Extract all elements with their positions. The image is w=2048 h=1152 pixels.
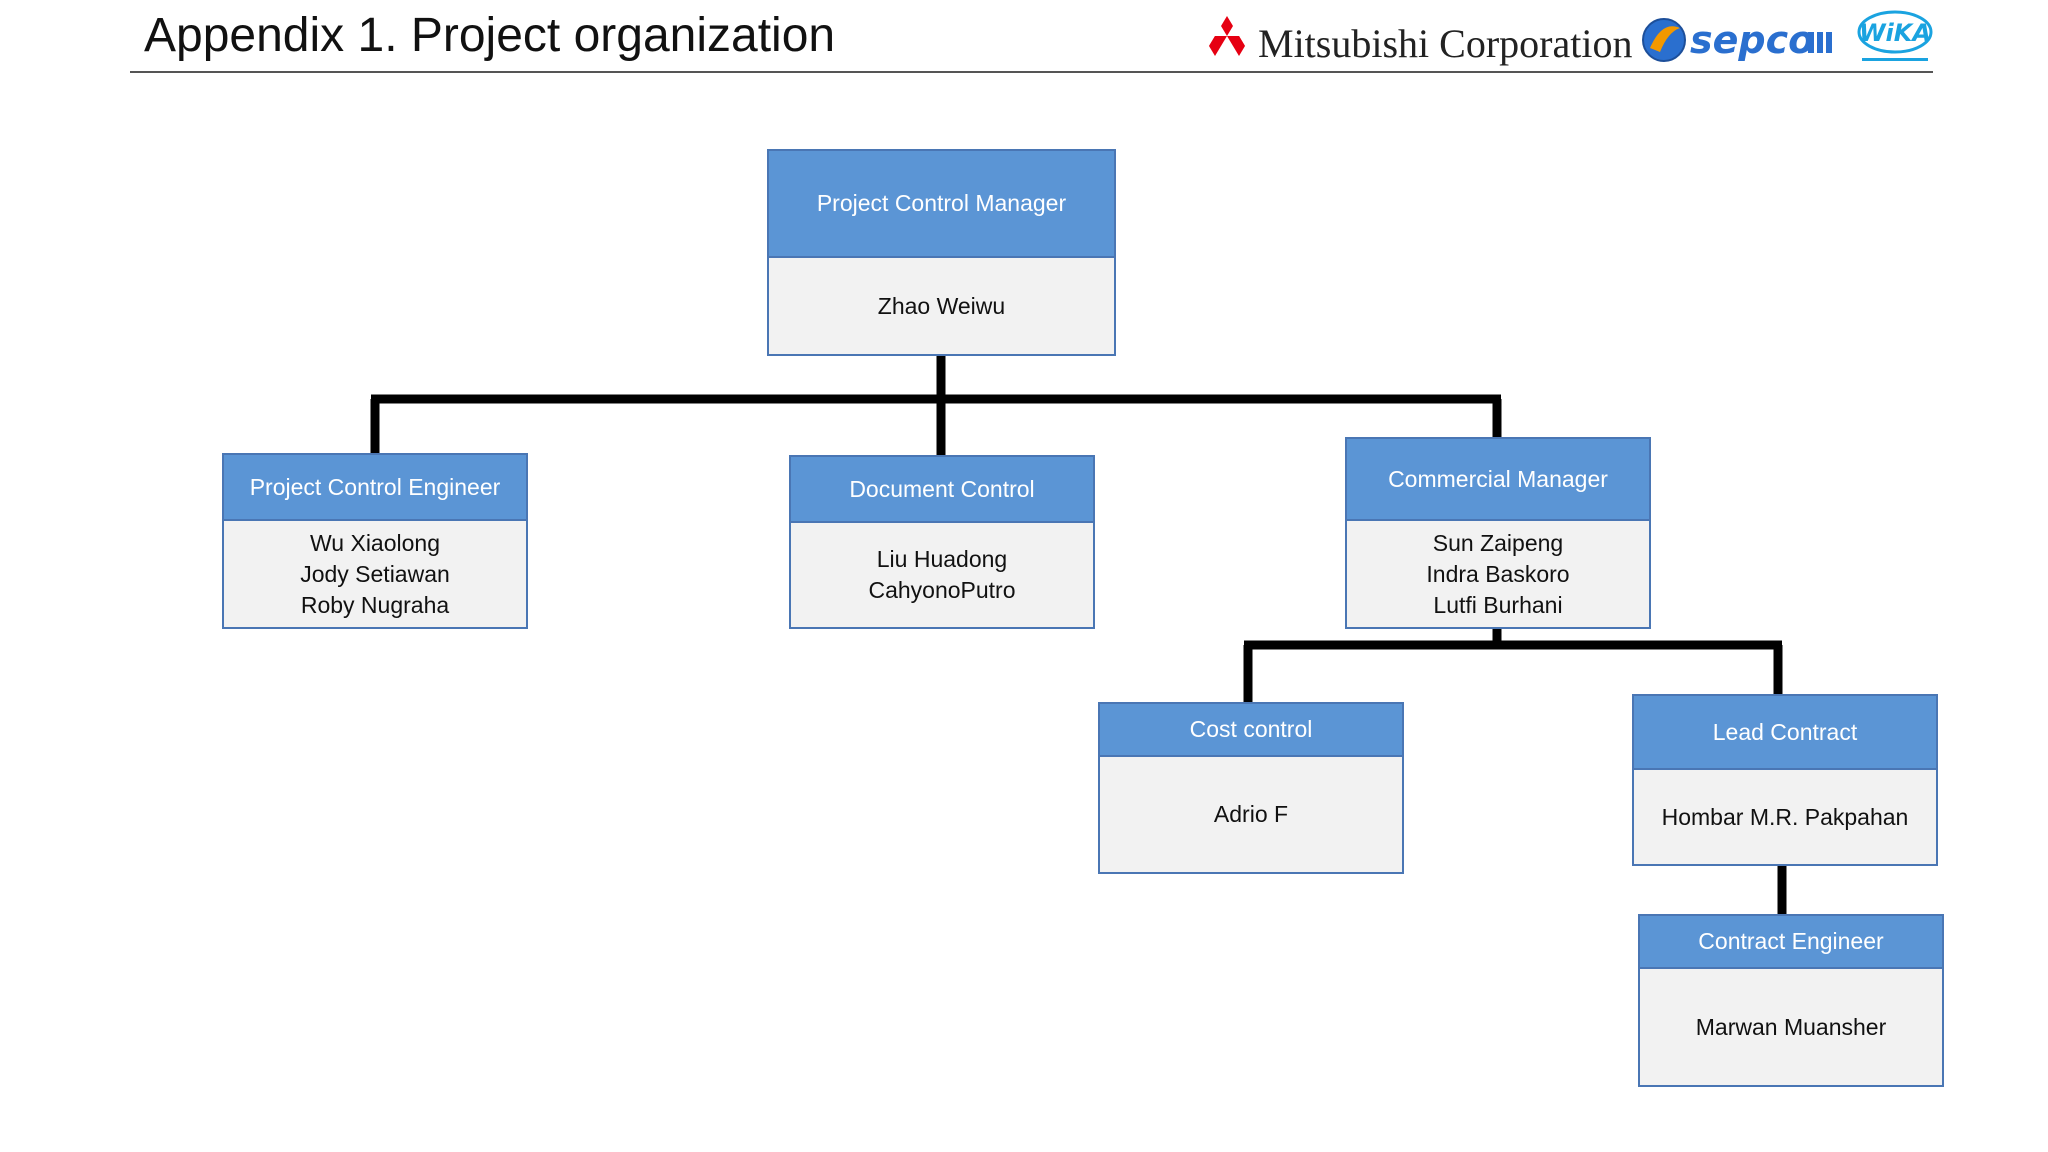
mitsubishi-three-diamonds-icon bbox=[1209, 16, 1245, 56]
person-name: Jody Setiawan bbox=[300, 560, 450, 587]
org-box-commercial-manager: Commercial Manager Sun Zaipeng Indra Bas… bbox=[1345, 437, 1651, 629]
person-name: CahyonoPutro bbox=[868, 577, 1016, 603]
role-title: Contract Engineer bbox=[1698, 928, 1884, 954]
role-header: Lead Contract bbox=[1634, 696, 1936, 770]
person-name: Liu Huadong bbox=[876, 546, 1008, 572]
svg-text:WiKA: WiKA bbox=[1859, 19, 1931, 47]
role-header: Document Control bbox=[791, 457, 1093, 523]
mitsubishi-corporation-logo-text: Mitsubishi Corporation bbox=[1258, 21, 1633, 66]
org-box-contract-engineer: Contract Engineer Marwan Muansher bbox=[1638, 914, 1944, 1087]
people-list: Sun Zaipeng Indra Baskoro Lutfi Burhani bbox=[1347, 521, 1649, 627]
role-header: Project Control Engineer bbox=[224, 455, 526, 521]
people-list: Marwan Muansher bbox=[1640, 969, 1942, 1085]
person-name: Indra Baskoro bbox=[1426, 560, 1570, 587]
person-name: Adrio F bbox=[1213, 801, 1289, 827]
role-title: Lead Contract bbox=[1712, 718, 1858, 745]
person-name: Roby Nugraha bbox=[300, 591, 450, 618]
people-list: Adrio F bbox=[1100, 757, 1402, 872]
people-list: Zhao Weiwu bbox=[769, 258, 1114, 354]
title-divider bbox=[130, 71, 1933, 73]
org-box-cost-control: Cost control Adrio F bbox=[1098, 702, 1404, 874]
svg-text:sepco: sepco bbox=[1690, 18, 1814, 62]
people-list: Liu Huadong CahyonoPutro bbox=[791, 523, 1093, 627]
person-name: Zhao Weiwu bbox=[877, 292, 1006, 319]
person-name: Hombar M.R. Pakpahan bbox=[1661, 803, 1909, 830]
role-title: Cost control bbox=[1189, 716, 1313, 742]
role-header: Contract Engineer bbox=[1640, 916, 1942, 969]
org-box-lead-contract: Lead Contract Hombar M.R. Pakpahan bbox=[1632, 694, 1938, 866]
wika-logo: WiKA bbox=[1857, 10, 1933, 61]
page-title: Appendix 1. Project organization bbox=[144, 9, 836, 62]
role-title: Project Control Manager bbox=[816, 190, 1067, 216]
org-box-document-control: Document Control Liu Huadong CahyonoPutr… bbox=[789, 455, 1095, 629]
role-title: Project Control Engineer bbox=[249, 473, 501, 500]
role-header: Cost control bbox=[1100, 704, 1402, 757]
person-name: Lutfi Burhani bbox=[1433, 591, 1563, 618]
org-box-project-control-manager: Project Control Manager Zhao Weiwu bbox=[767, 149, 1116, 356]
role-title: Document Control bbox=[849, 475, 1035, 502]
person-name: Marwan Muansher bbox=[1695, 1013, 1887, 1040]
sepco3-logo: sepco bbox=[1642, 18, 1832, 62]
org-box-project-control-engineer: Project Control Engineer Wu Xiaolong Jod… bbox=[222, 453, 528, 629]
role-header: Project Control Manager bbox=[769, 151, 1114, 258]
people-list: Hombar M.R. Pakpahan bbox=[1634, 770, 1936, 864]
people-list: Wu Xiaolong Jody Setiawan Roby Nugraha bbox=[224, 521, 526, 627]
role-header: Commercial Manager bbox=[1347, 439, 1649, 521]
person-name: Wu Xiaolong bbox=[310, 529, 440, 556]
role-title: Commercial Manager bbox=[1388, 465, 1608, 492]
person-name: Sun Zaipeng bbox=[1432, 529, 1564, 556]
